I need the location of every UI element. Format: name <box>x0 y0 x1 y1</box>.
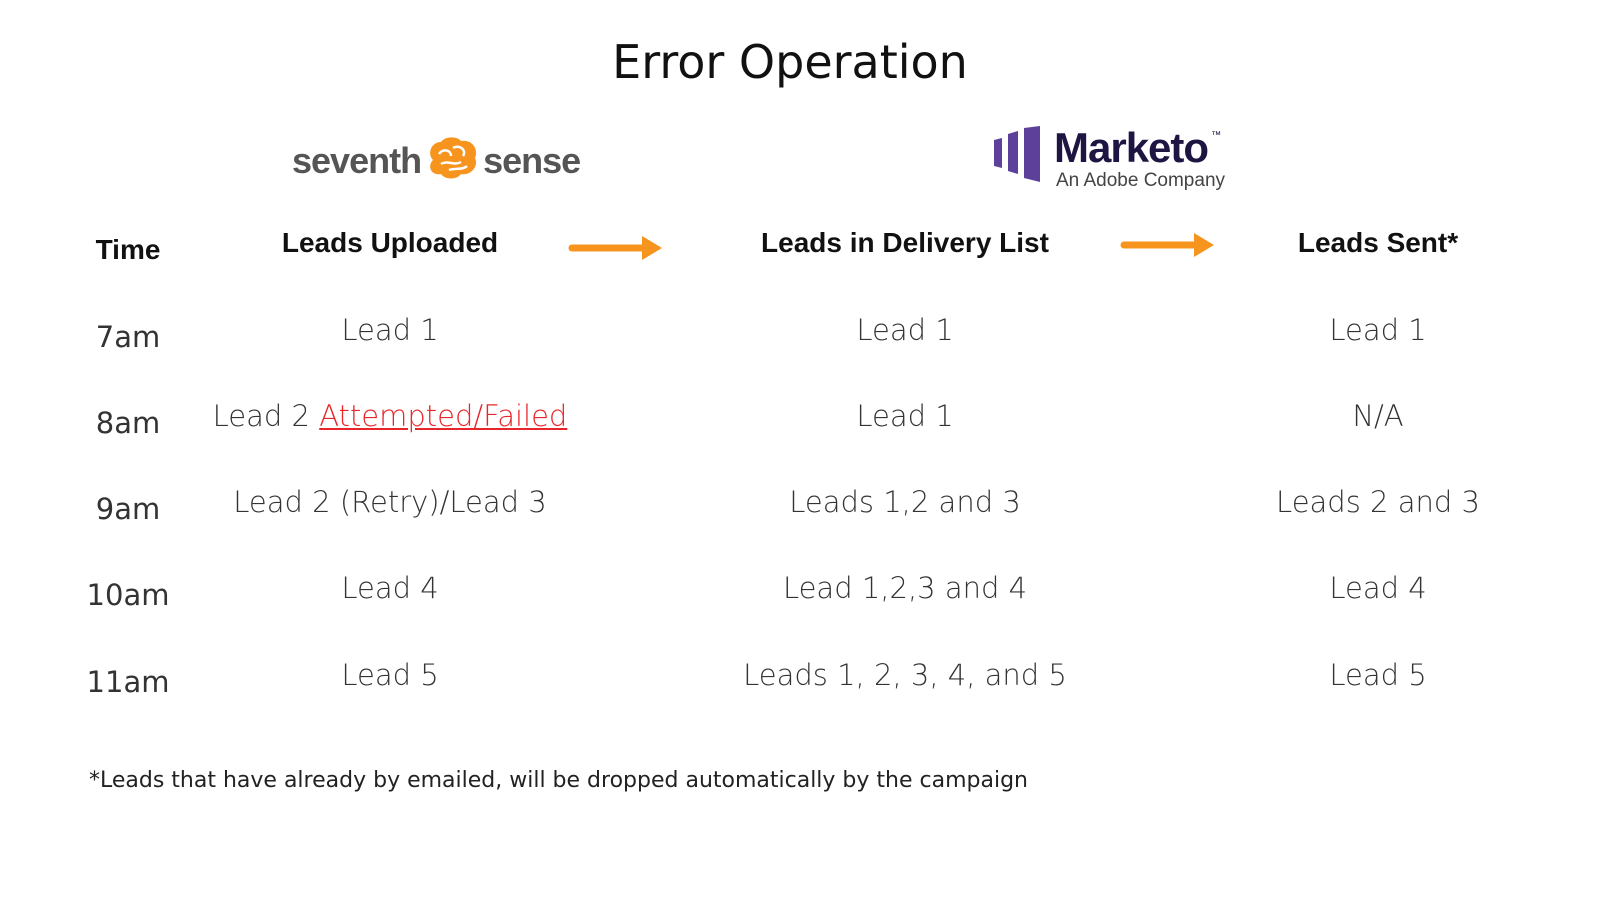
cell-text: Lead 1 <box>341 313 439 347</box>
cell-sent: Leads 2 and 3 <box>1276 485 1480 519</box>
brain-icon <box>430 137 477 179</box>
marketo-tagline: An Adobe Company <box>1056 170 1226 191</box>
logo-word: sense <box>483 140 581 181</box>
logo-word: seventh <box>292 140 422 181</box>
cell-text: Lead 2 (Retry)/Lead 3 <box>233 485 547 519</box>
cell-text: Lead 1 <box>856 313 954 347</box>
cell-text: Lead 5 <box>341 658 439 692</box>
cell-time: 8am <box>96 406 160 440</box>
cell-text: 10am <box>86 578 170 612</box>
header-delivery-list: Leads in Delivery List <box>761 227 1049 258</box>
cell-text: Leads 1, 2, 3, 4, and 5 <box>743 658 1067 692</box>
marketo-name: Marketo <box>1054 124 1209 171</box>
cell-uploaded: Lead 2 Attempted/Failed <box>213 399 568 433</box>
marketo-logo: Marketo ™ An Adobe Company <box>992 126 1225 192</box>
cell-sent: N/A <box>1352 399 1403 433</box>
cell-uploaded: Lead 5 <box>341 658 438 692</box>
cell-text: 7am <box>95 320 161 354</box>
cell-text: Lead 5 <box>1329 658 1427 692</box>
cell-time: 7am <box>96 320 160 354</box>
cell-text: Lead 4 <box>1329 571 1427 605</box>
cell-sent: Lead 1 <box>1329 313 1426 347</box>
cell-text: Lead 1,2,3 and 4 <box>782 571 1028 605</box>
cell-text: Leads 1,2 and 3 <box>789 485 1021 519</box>
cell-time: 11am <box>87 665 170 699</box>
header-leads-uploaded: Leads Uploaded <box>281 227 499 258</box>
cell-text: Leads 2 and 3 <box>1276 485 1480 519</box>
cell-text: Lead 1 <box>856 399 954 433</box>
cell-time: 9am <box>96 492 160 526</box>
page-title: Error Operation <box>612 35 968 89</box>
arrow-right-icon <box>568 236 662 260</box>
cell-uploaded: Lead 1 <box>341 313 438 347</box>
cell-text: 9am <box>95 492 161 526</box>
header-time: Time <box>95 234 161 265</box>
footnote: *Leads that have already by emailed, wil… <box>89 768 1028 793</box>
header-leads-sent: Leads Sent* <box>1297 227 1459 258</box>
cell-delivery: Lead 1,2,3 and 4 <box>783 571 1027 605</box>
cell-delivery: Lead 1 <box>856 399 953 433</box>
arrow-right-icon <box>1120 233 1214 257</box>
error-status: Attempted/Failed <box>319 399 568 433</box>
cell-text: N/A <box>1352 399 1404 433</box>
cell-text: 8am <box>95 406 161 440</box>
cell-text: Lead 1 <box>1329 313 1427 347</box>
cell-sent: Lead 4 <box>1329 571 1426 605</box>
trademark: ™ <box>1211 130 1222 141</box>
cell-sent: Lead 5 <box>1329 658 1426 692</box>
cell-uploaded: Lead 2 (Retry)/Lead 3 <box>233 485 546 519</box>
cell-uploaded: Lead 4 <box>341 571 438 605</box>
cell-delivery: Leads 1, 2, 3, 4, and 5 <box>743 658 1067 692</box>
cell-delivery: Leads 1,2 and 3 <box>789 485 1021 519</box>
cell-delivery: Lead 1 <box>856 313 953 347</box>
cell-time: 10am <box>87 578 170 612</box>
cell-text: Lead 2 <box>212 399 320 433</box>
seventh-sense-logo: seventh sense <box>292 136 581 182</box>
cell-text: 11am <box>86 665 170 699</box>
cell-text: Lead 4 <box>341 571 439 605</box>
marketo-bars-icon <box>994 126 1040 182</box>
